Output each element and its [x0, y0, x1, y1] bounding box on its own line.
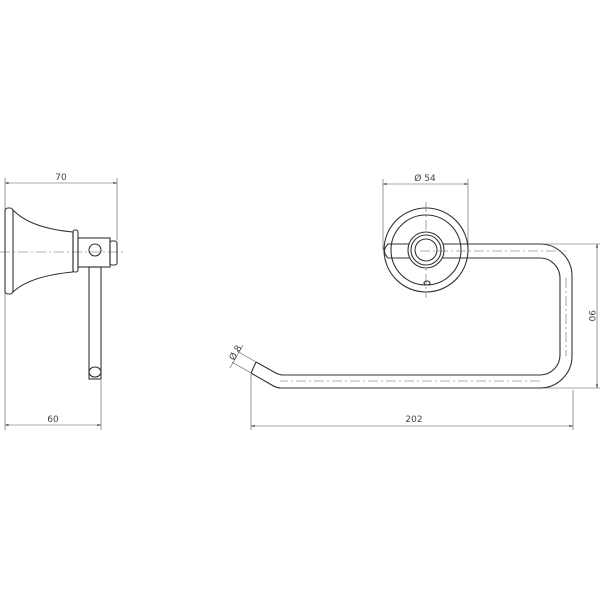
- dim-rosette-label: Ø 54: [414, 173, 436, 184]
- screw-hole: [88, 243, 102, 257]
- dim-tube: Ø 8: [227, 343, 257, 374]
- side-view: 70 60: [0, 173, 125, 430]
- front-view: Ø 54 Ø 8 90 202: [227, 173, 600, 430]
- dim-60-label: 60: [47, 415, 59, 425]
- flare-body: [12, 209, 74, 293]
- dim-rosette: Ø 54: [382, 173, 469, 250]
- dim-width: 202: [250, 374, 574, 430]
- base-plate: [4, 207, 14, 295]
- dim-height: 90: [545, 243, 600, 389]
- dim-70: 70: [4, 173, 118, 430]
- loop-inner: [255, 257, 561, 376]
- dim-width-label: 202: [405, 415, 422, 425]
- top-bar: [383, 243, 540, 259]
- dim-60: 60: [5, 380, 102, 430]
- loop-outer: [250, 243, 573, 389]
- dim-70-label: 70: [55, 173, 67, 183]
- dim-height-label: 90: [586, 310, 596, 322]
- arm: [88, 266, 102, 380]
- dim-tube-label: Ø 8: [227, 343, 244, 362]
